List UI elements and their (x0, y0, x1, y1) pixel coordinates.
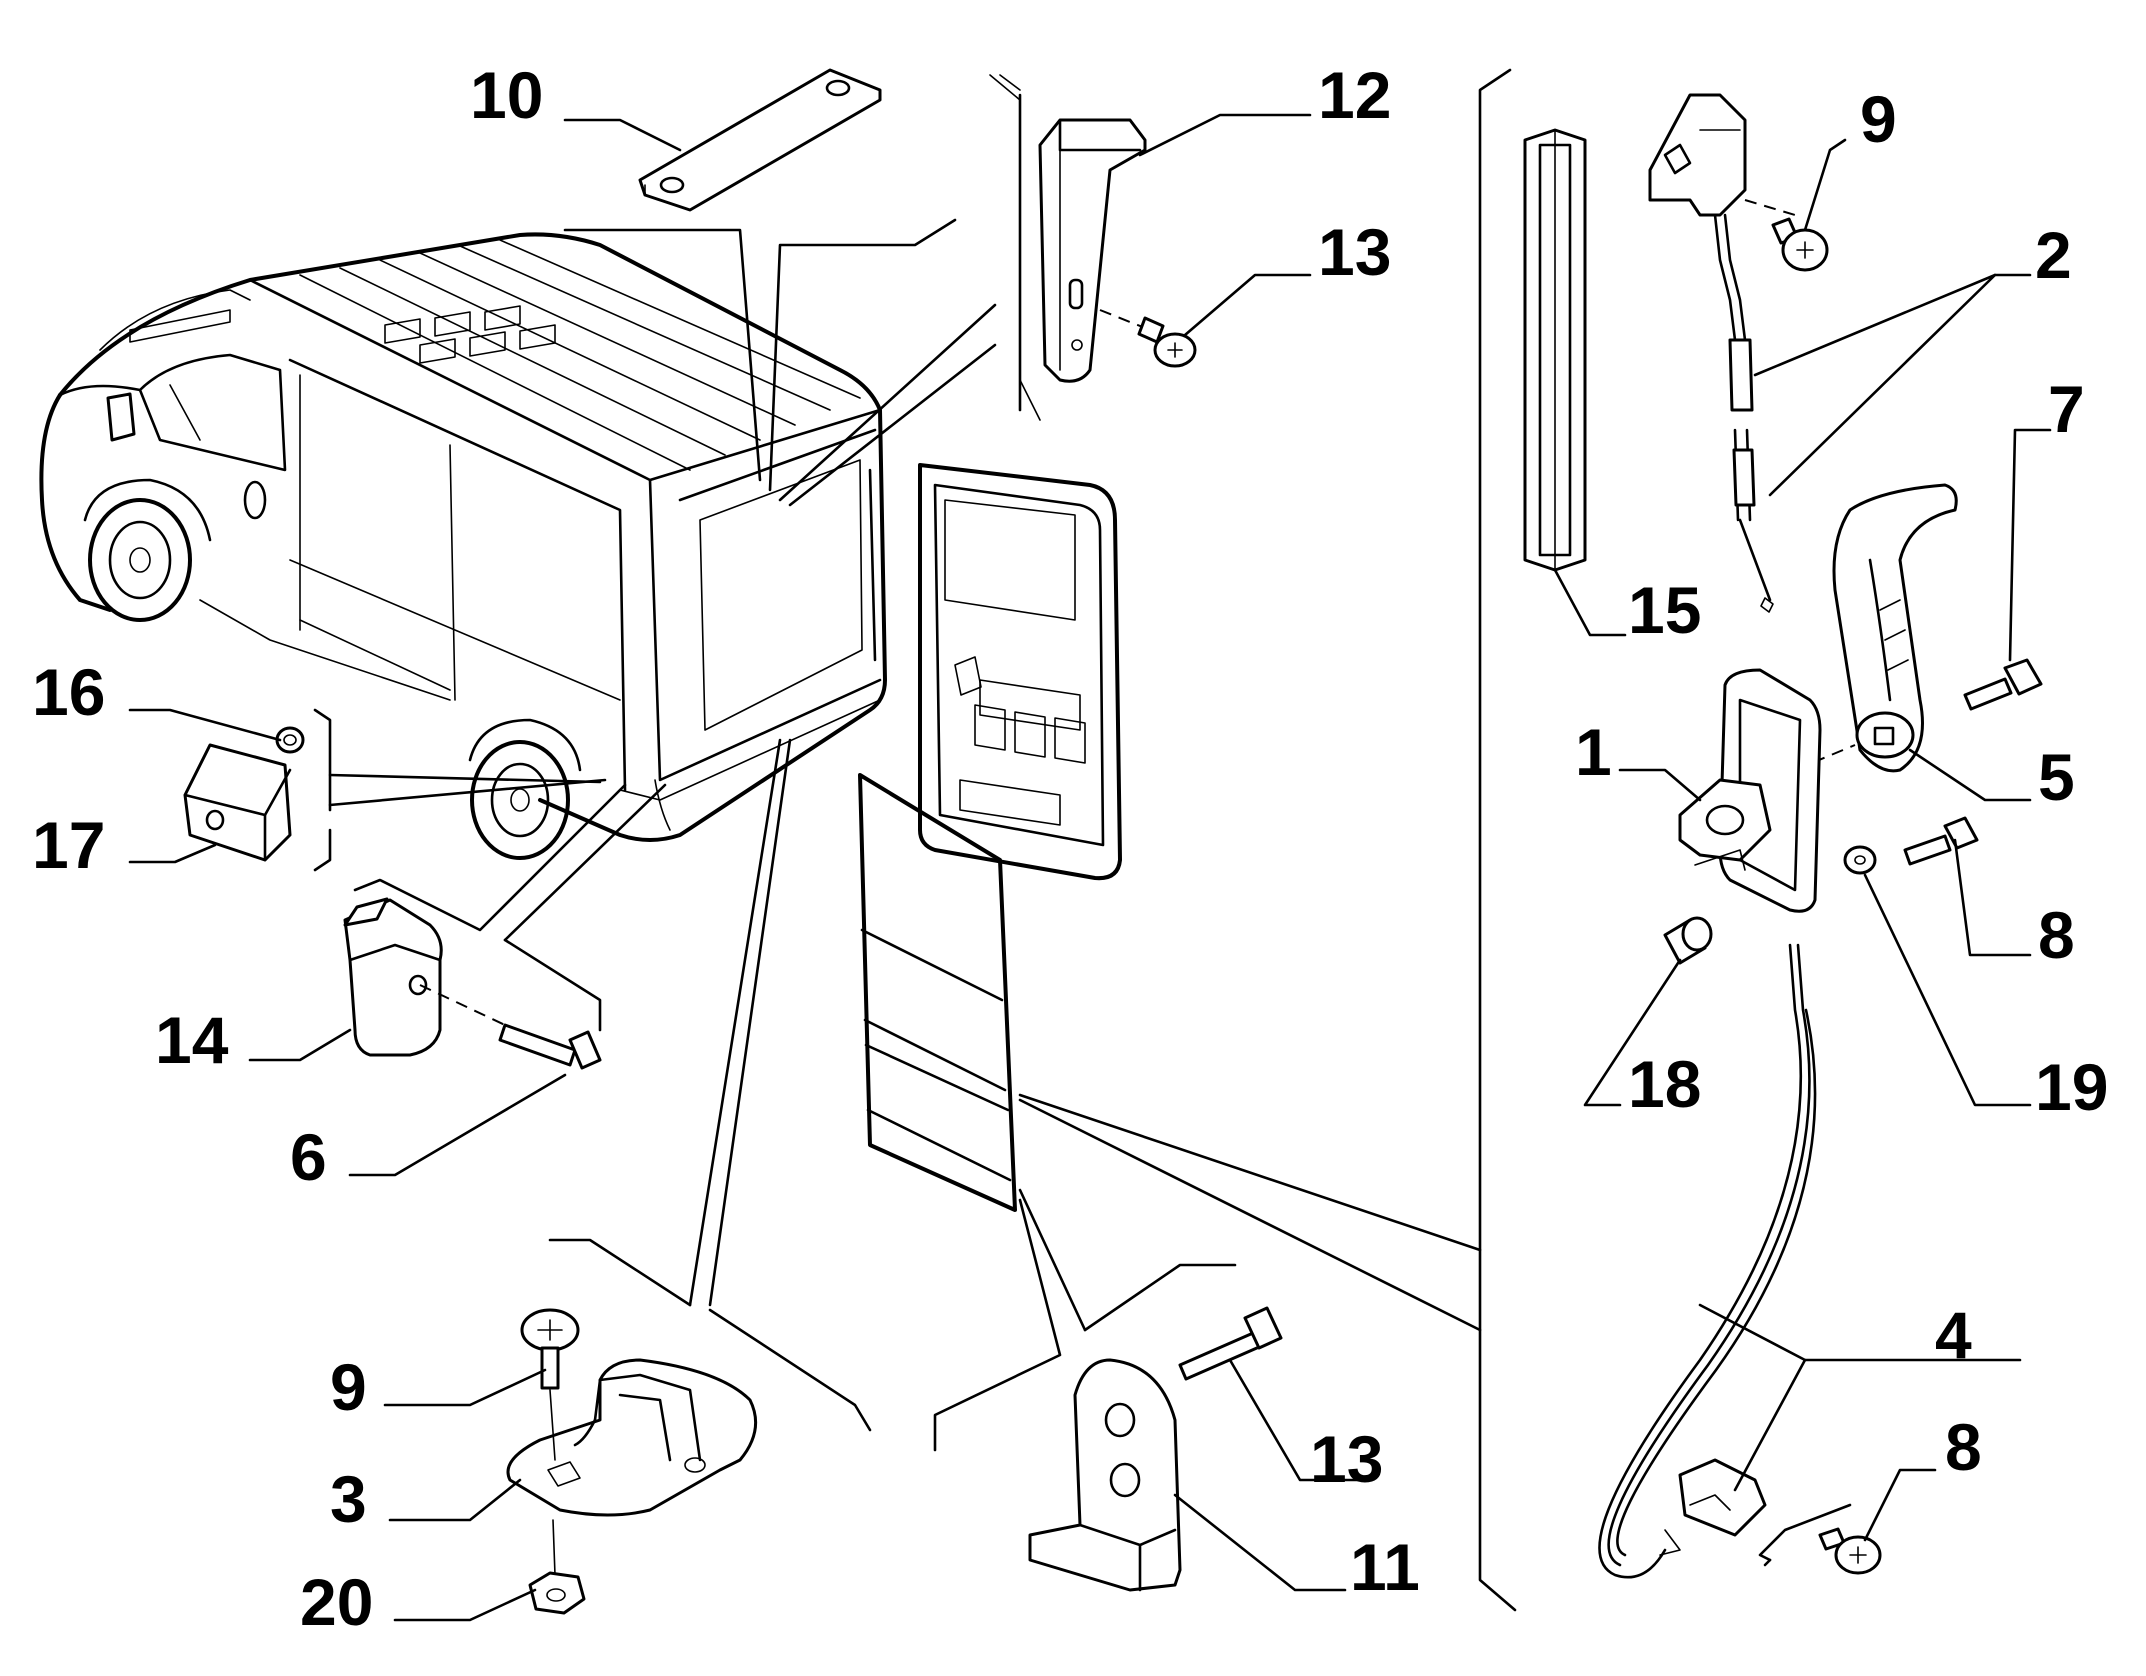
part-9-screw-lower (520, 1308, 580, 1576)
callout-13-lower: 13 (1310, 1422, 1383, 1496)
callout-9-upper: 9 (1860, 82, 1897, 156)
part-3-striker (506, 1358, 758, 1517)
callout-20: 20 (300, 1565, 373, 1639)
part-11-bracket (1028, 1358, 1182, 1592)
part-17-block (183, 743, 292, 862)
part-6-bolt (498, 1023, 602, 1070)
callout-labels: 10 12 13 9 2 7 15 16 17 1 5 8 14 18 19 6… (32, 58, 2108, 1639)
callout-17: 17 (32, 808, 105, 882)
callout-14: 14 (155, 1003, 229, 1077)
part-19-washer (1843, 845, 1877, 875)
van-illustration (39, 232, 887, 860)
part-8-bolt-upper (1903, 816, 1979, 866)
callout-16: 16 (32, 655, 105, 729)
callout-3: 3 (330, 1462, 367, 1536)
part-9-screw-upper (1771, 217, 1829, 272)
callout-13-upper: 13 (1318, 215, 1391, 289)
part-2-latch-cable (1648, 93, 1796, 613)
callout-10: 10 (470, 58, 543, 132)
part-13-screw-upper (1099, 309, 1197, 368)
callout-18: 18 (1628, 1047, 1701, 1121)
callout-9-lower: 9 (330, 1350, 367, 1424)
part-7-bolt (1963, 658, 2043, 711)
leader-lines (128, 68, 2052, 1622)
part-12-bracket (1038, 118, 1147, 383)
callout-11: 11 (1350, 1530, 1420, 1604)
callout-8-upper: 8 (2038, 898, 2075, 972)
callout-7: 7 (2048, 372, 2085, 446)
part-14-stop (343, 897, 506, 1057)
part-13-bolt-lower (1178, 1306, 1283, 1381)
part-20-nut (528, 1571, 586, 1615)
callout-6: 6 (290, 1120, 327, 1194)
callout-15: 15 (1628, 573, 1701, 647)
part-15-seal (1523, 128, 1587, 572)
part-18-bushing (1663, 916, 1713, 965)
callout-8-lower: 8 (1945, 1410, 1982, 1484)
part-10-strap (638, 68, 882, 212)
part-1-lock (1678, 668, 1822, 913)
rear-door-panels (858, 463, 1122, 1212)
callout-4: 4 (1935, 1298, 1972, 1372)
callout-2: 2 (2035, 218, 2072, 292)
part-8-screw-lower (1818, 1527, 1882, 1575)
part-4-cable (1598, 943, 1817, 1579)
callout-5: 5 (2038, 740, 2075, 814)
callout-12: 12 (1318, 58, 1391, 132)
callout-19: 19 (2035, 1050, 2108, 1124)
callout-1: 1 (1575, 715, 1612, 789)
